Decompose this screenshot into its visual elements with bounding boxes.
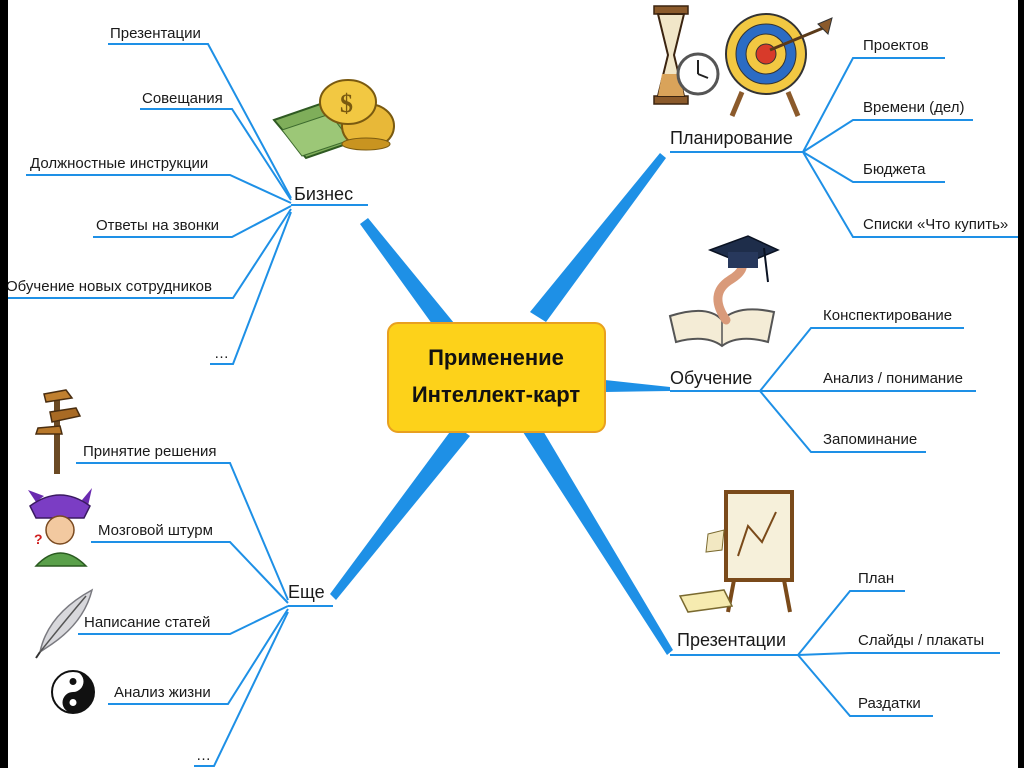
graduation-cap-book-icon: [670, 236, 778, 346]
brainstorm-person-icon: ?: [28, 488, 92, 566]
planning-item-projects: Проектов: [863, 37, 929, 54]
branch-label-learning: Обучение: [670, 368, 752, 388]
hourglass-clock-icon: [654, 6, 718, 104]
business-item-answering-calls: Ответы на звонки: [96, 217, 219, 234]
more-item-writing-articles: Написание статей: [84, 614, 210, 631]
signpost-icon: [36, 390, 80, 474]
planning-item-time: Времени (дел): [863, 99, 965, 116]
presentations-connectors: [670, 591, 1000, 716]
learning-item-note-taking: Конспектирование: [823, 307, 952, 324]
branch-label-business: Бизнес: [294, 184, 353, 204]
presentations-item-handouts: Раздатки: [858, 695, 921, 712]
business-item-meetings: Совещания: [142, 90, 223, 107]
branch-label-more: Еще: [288, 582, 325, 602]
learning-item-memorizing: Запоминание: [823, 431, 917, 448]
presentations-item-slides: Слайды / плакаты: [858, 632, 984, 649]
more-item-more: …: [196, 747, 211, 764]
learning-item-analysis: Анализ / понимание: [823, 370, 963, 387]
center-title-line2: Интеллект-карт: [412, 382, 581, 407]
branch-label-planning: Планирование: [670, 128, 793, 148]
mind-map: Применение Интеллект-карт Бизнес Планиро…: [8, 0, 1018, 768]
flipchart-easel-icon: [680, 492, 792, 612]
target-arrow-icon: [726, 14, 832, 116]
business-item-new-staff-training: Обучение новых сотрудников: [8, 278, 212, 295]
svg-text:?: ?: [34, 531, 43, 547]
planning-item-shopping-lists: Списки «Что купить»: [863, 216, 1008, 233]
center-title-line1: Применение: [428, 345, 564, 370]
more-item-decision-making: Принятие решения: [83, 443, 217, 460]
branch-line-planning: [530, 153, 666, 322]
business-item-presentations: Презентации: [110, 25, 201, 42]
branch-label-presentations: Презентации: [677, 630, 786, 650]
more-item-life-analysis: Анализ жизни: [114, 684, 211, 701]
presentations-item-plan: План: [858, 570, 894, 587]
business-item-more: …: [214, 345, 229, 362]
svg-text:$: $: [340, 89, 353, 118]
mind-map-canvas: Применение Интеллект-карт Бизнес Планиро…: [8, 0, 1018, 768]
branch-line-presentations: [523, 424, 673, 655]
planning-item-budget: Бюджета: [863, 161, 926, 178]
branch-line-learning: [605, 380, 670, 392]
yin-yang-icon: [52, 671, 94, 713]
center-node: Применение Интеллект-карт: [388, 323, 605, 432]
more-item-brainstorm: Мозговой штурм: [98, 522, 213, 539]
branch-line-more: [330, 425, 470, 600]
coins-money-icon: $: [274, 80, 394, 158]
business-item-job-instructions: Должностные инструкции: [30, 155, 208, 172]
